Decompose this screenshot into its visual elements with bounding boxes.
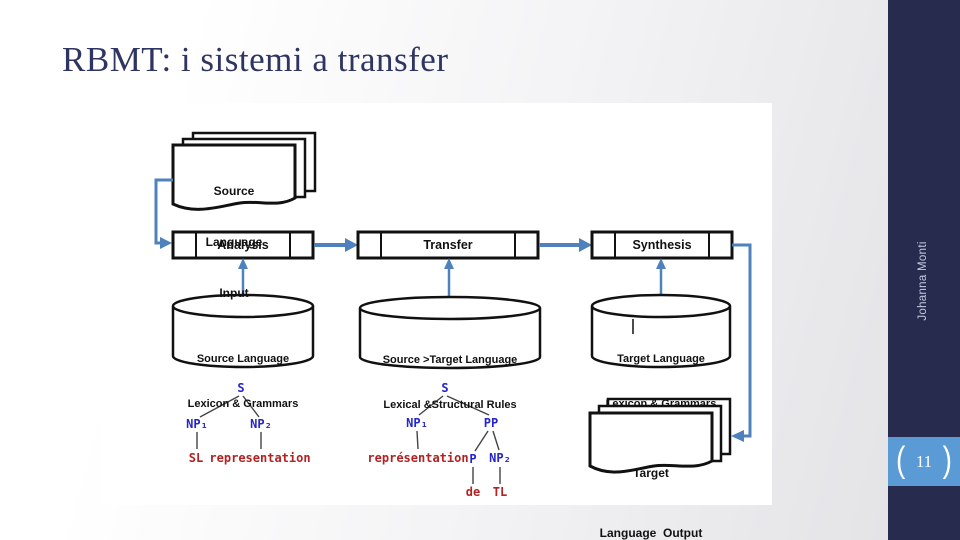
diagram-graphics — [154, 131, 752, 484]
target-tree-leaf-tl: TL — [492, 485, 508, 499]
output-line-1: Target — [633, 466, 669, 480]
target-tree-edges — [416, 395, 501, 484]
target-tree-leaf-de: de — [465, 485, 481, 499]
input-line-3: Input — [219, 286, 249, 300]
source-tree-leaf-sl: SL — [188, 451, 204, 465]
transfer-rules-cylinder-shape — [358, 295, 542, 370]
arrow-transfer-to-synthesis — [539, 238, 592, 252]
target-tree-root: S — [441, 381, 449, 395]
source-tree-edges — [196, 395, 262, 449]
source-tree-np1: NP₁ — [186, 417, 208, 431]
transfer-box-shape — [356, 230, 540, 260]
source-lexicon-line-1: Source Language — [196, 353, 290, 365]
source-tree-root: S — [237, 381, 245, 395]
analysis-box-label: Analysis — [217, 238, 269, 252]
arrow-lexicon-to-analysis — [238, 258, 248, 299]
diagram-panel: Source Language Input Analysis Transfer … — [100, 103, 772, 540]
transfer-rules-line-2: Lexical &Structural Rules — [383, 399, 517, 411]
target-output-doc-label: Target Language Output — [590, 423, 712, 540]
transfer-rules-line-1: Source >Target Language — [382, 354, 518, 366]
source-input-doc-label: Source Language Input — [173, 149, 295, 336]
input-line-1: Source — [213, 184, 255, 198]
synthesis-box-label: Synthesis — [632, 238, 692, 252]
target-lexicon-line-1: Target Language — [617, 353, 705, 365]
source-lexicon-cylinder-shape — [171, 293, 315, 369]
author-name: Johanna Monti — [917, 241, 929, 321]
source-lexicon-line-2: Lexicon & Grammars — [187, 398, 299, 410]
transfer-rules-label: Source >Target Language Lexical &Structu… — [360, 323, 540, 443]
slide-title: RBMT: i sistemi a transfer — [62, 40, 449, 79]
bracket-left: ( — [896, 439, 906, 480]
target-output-doc-shape — [588, 397, 732, 474]
transfer-box-label: Transfer — [423, 238, 473, 252]
target-tree-leaf-representation: représentation — [367, 451, 469, 465]
page-number: 11 — [915, 451, 933, 471]
source-tree-leaf-representation: representation — [209, 451, 311, 465]
input-line-2: Language — [205, 235, 263, 249]
arrow-lexicon-to-synthesis — [656, 258, 666, 299]
target-lexicon-line-2: Lexicon & Grammars — [605, 398, 717, 410]
source-tree-np2: NP₂ — [250, 417, 272, 431]
arrow-synthesis-to-output — [731, 243, 752, 442]
source-input-doc-shape — [171, 131, 317, 211]
arrow-rules-to-transfer — [444, 258, 454, 301]
target-tree-np1: NP₁ — [406, 416, 428, 430]
target-lexicon-label: Target Language Lexicon & Grammars — [592, 322, 730, 442]
arrow-analysis-to-transfer — [314, 238, 358, 252]
source-lexicon-label: Source Language Lexicon & Grammars — [173, 322, 313, 442]
page-number-badge: ( 11 ) — [888, 437, 960, 486]
target-tree-pp: PP — [483, 416, 499, 430]
target-lexicon-cylinder-shape — [590, 293, 732, 369]
bracket-right: ) — [942, 439, 952, 480]
target-tree-np2: NP₂ — [489, 451, 511, 465]
output-line-2: Language Output — [599, 526, 703, 540]
arrow-input-to-analysis — [154, 178, 173, 249]
target-tree-p: P — [469, 452, 477, 466]
